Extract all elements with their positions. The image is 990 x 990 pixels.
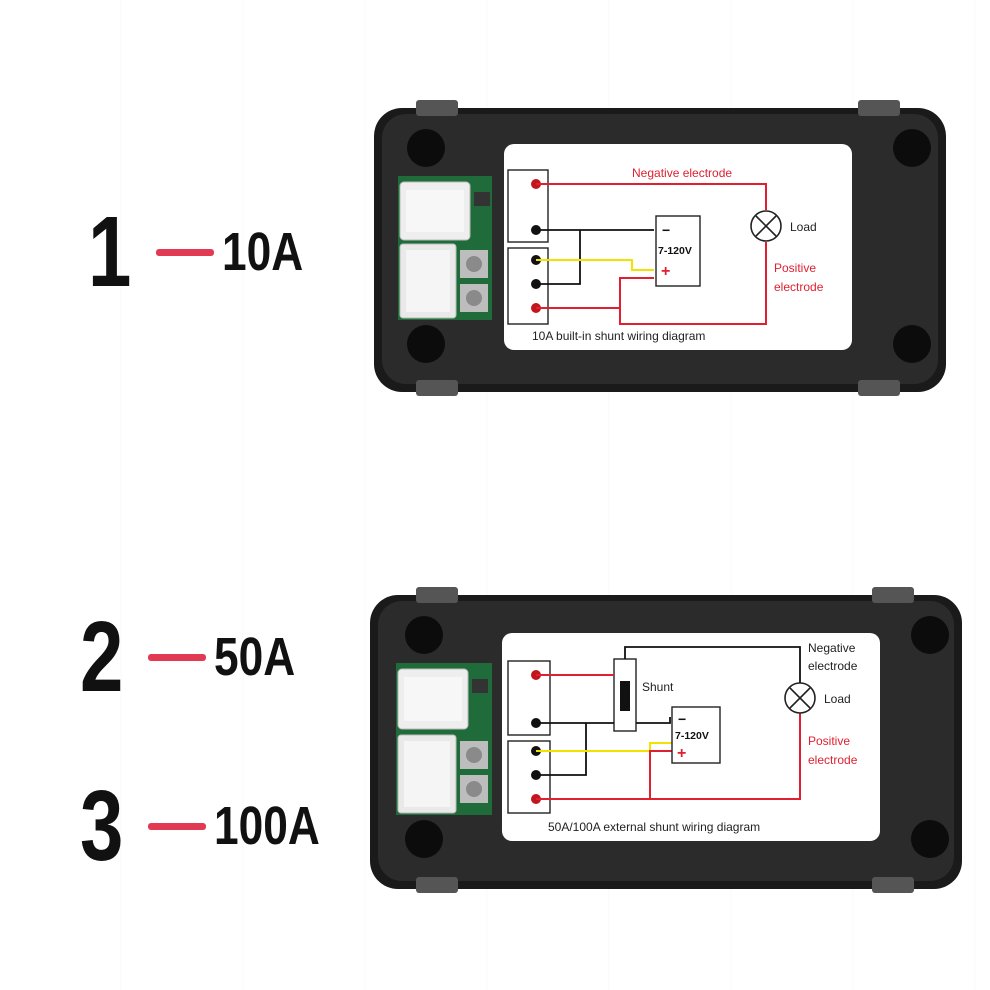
terminal-block-upper <box>507 660 551 736</box>
black-wire-link <box>536 723 587 776</box>
corner-tab <box>416 877 458 893</box>
chip <box>474 192 490 206</box>
negative-wire-to-load <box>624 646 801 683</box>
lamp-cross <box>755 215 777 237</box>
option-2-label: 2 50A <box>80 602 313 712</box>
shunt-element <box>620 681 630 711</box>
screw-hole <box>893 129 931 167</box>
meter-device-svg: − 7-120V + Negative electrode Load Posit… <box>374 100 946 396</box>
positive-electrode-label-1: Positive <box>808 734 850 748</box>
option-current: 50A <box>214 627 296 687</box>
connector-small-inner <box>404 677 462 721</box>
screw-hole <box>893 325 931 363</box>
corner-tab <box>416 587 458 603</box>
positive-wire-inner <box>536 750 672 800</box>
connector-large-inner <box>404 741 450 807</box>
option-current: 10A <box>222 222 304 282</box>
positive-electrode-label-2: electrode <box>774 280 824 294</box>
pot-1-knob <box>466 256 482 272</box>
power-supply-box <box>671 706 721 764</box>
positive-wire-outer <box>650 713 801 800</box>
meter-device-svg: − 7-120V + Shunt Negative electrode Load… <box>370 587 962 893</box>
pot-1-knob <box>466 747 482 763</box>
corner-tab <box>416 380 458 396</box>
positive-electrode-label-1: Positive <box>774 261 816 275</box>
load-label: Load <box>790 220 817 234</box>
positive-electrode-label-2: electrode <box>808 753 858 767</box>
meter-device-10a: − 7-120V + Negative electrode Load Posit… <box>370 98 950 398</box>
shunt-label: Shunt <box>642 680 674 694</box>
negative-electrode-label: Negative electrode <box>632 166 732 180</box>
terminal-block-upper <box>507 169 549 243</box>
option-3-label: 3 100A <box>80 771 343 881</box>
pot-2-knob <box>466 290 482 306</box>
screw-hole <box>405 616 443 654</box>
positive-wire-inner <box>536 277 654 309</box>
screw-hole <box>911 820 949 858</box>
option-number: 1 <box>88 196 131 308</box>
minus-symbol: − <box>662 222 670 238</box>
terminal-block-lower <box>507 740 551 814</box>
screw-hole <box>911 616 949 654</box>
pot-2-knob <box>466 781 482 797</box>
signal-wire <box>536 742 672 752</box>
corner-tab <box>858 100 900 116</box>
connector-large-inner <box>406 250 450 312</box>
voltage-label: 7-120V <box>675 730 709 742</box>
screw-hole <box>407 325 445 363</box>
positive-wire-outer <box>619 242 767 325</box>
black-wire-to-supply <box>636 717 671 724</box>
diagram-caption: 50A/100A external shunt wiring diagram <box>548 820 760 834</box>
connector-small-inner <box>406 190 464 232</box>
plus-symbol: + <box>677 745 686 762</box>
option-dash <box>148 822 206 830</box>
option-1-label: 1 10A <box>88 197 321 307</box>
minus-symbol: − <box>678 711 686 727</box>
corner-tab <box>858 380 900 396</box>
plus-symbol: + <box>661 263 670 280</box>
option-dash <box>156 248 214 256</box>
negative-electrode-label-2: electrode <box>808 659 858 673</box>
corner-tab <box>416 100 458 116</box>
option-current: 100A <box>214 796 320 856</box>
corner-tab <box>872 587 914 603</box>
option-number: 2 <box>80 601 123 713</box>
meter-device-external-shunt: − 7-120V + Shunt Negative electrode Load… <box>366 585 966 895</box>
option-dash <box>148 653 206 661</box>
diagram-caption: 10A built-in shunt wiring diagram <box>532 329 705 343</box>
screw-hole <box>407 129 445 167</box>
load-label: Load <box>824 692 851 706</box>
chip <box>472 679 488 693</box>
signal-wire <box>536 259 654 271</box>
option-number: 3 <box>80 770 123 882</box>
negative-electrode-label-1: Negative <box>808 641 856 655</box>
power-supply-box <box>655 215 701 287</box>
negative-wire <box>536 183 767 210</box>
lamp-cross <box>789 687 811 709</box>
screw-hole <box>405 820 443 858</box>
voltage-label: 7-120V <box>658 245 692 257</box>
black-wire-link <box>536 230 581 285</box>
corner-tab <box>872 877 914 893</box>
